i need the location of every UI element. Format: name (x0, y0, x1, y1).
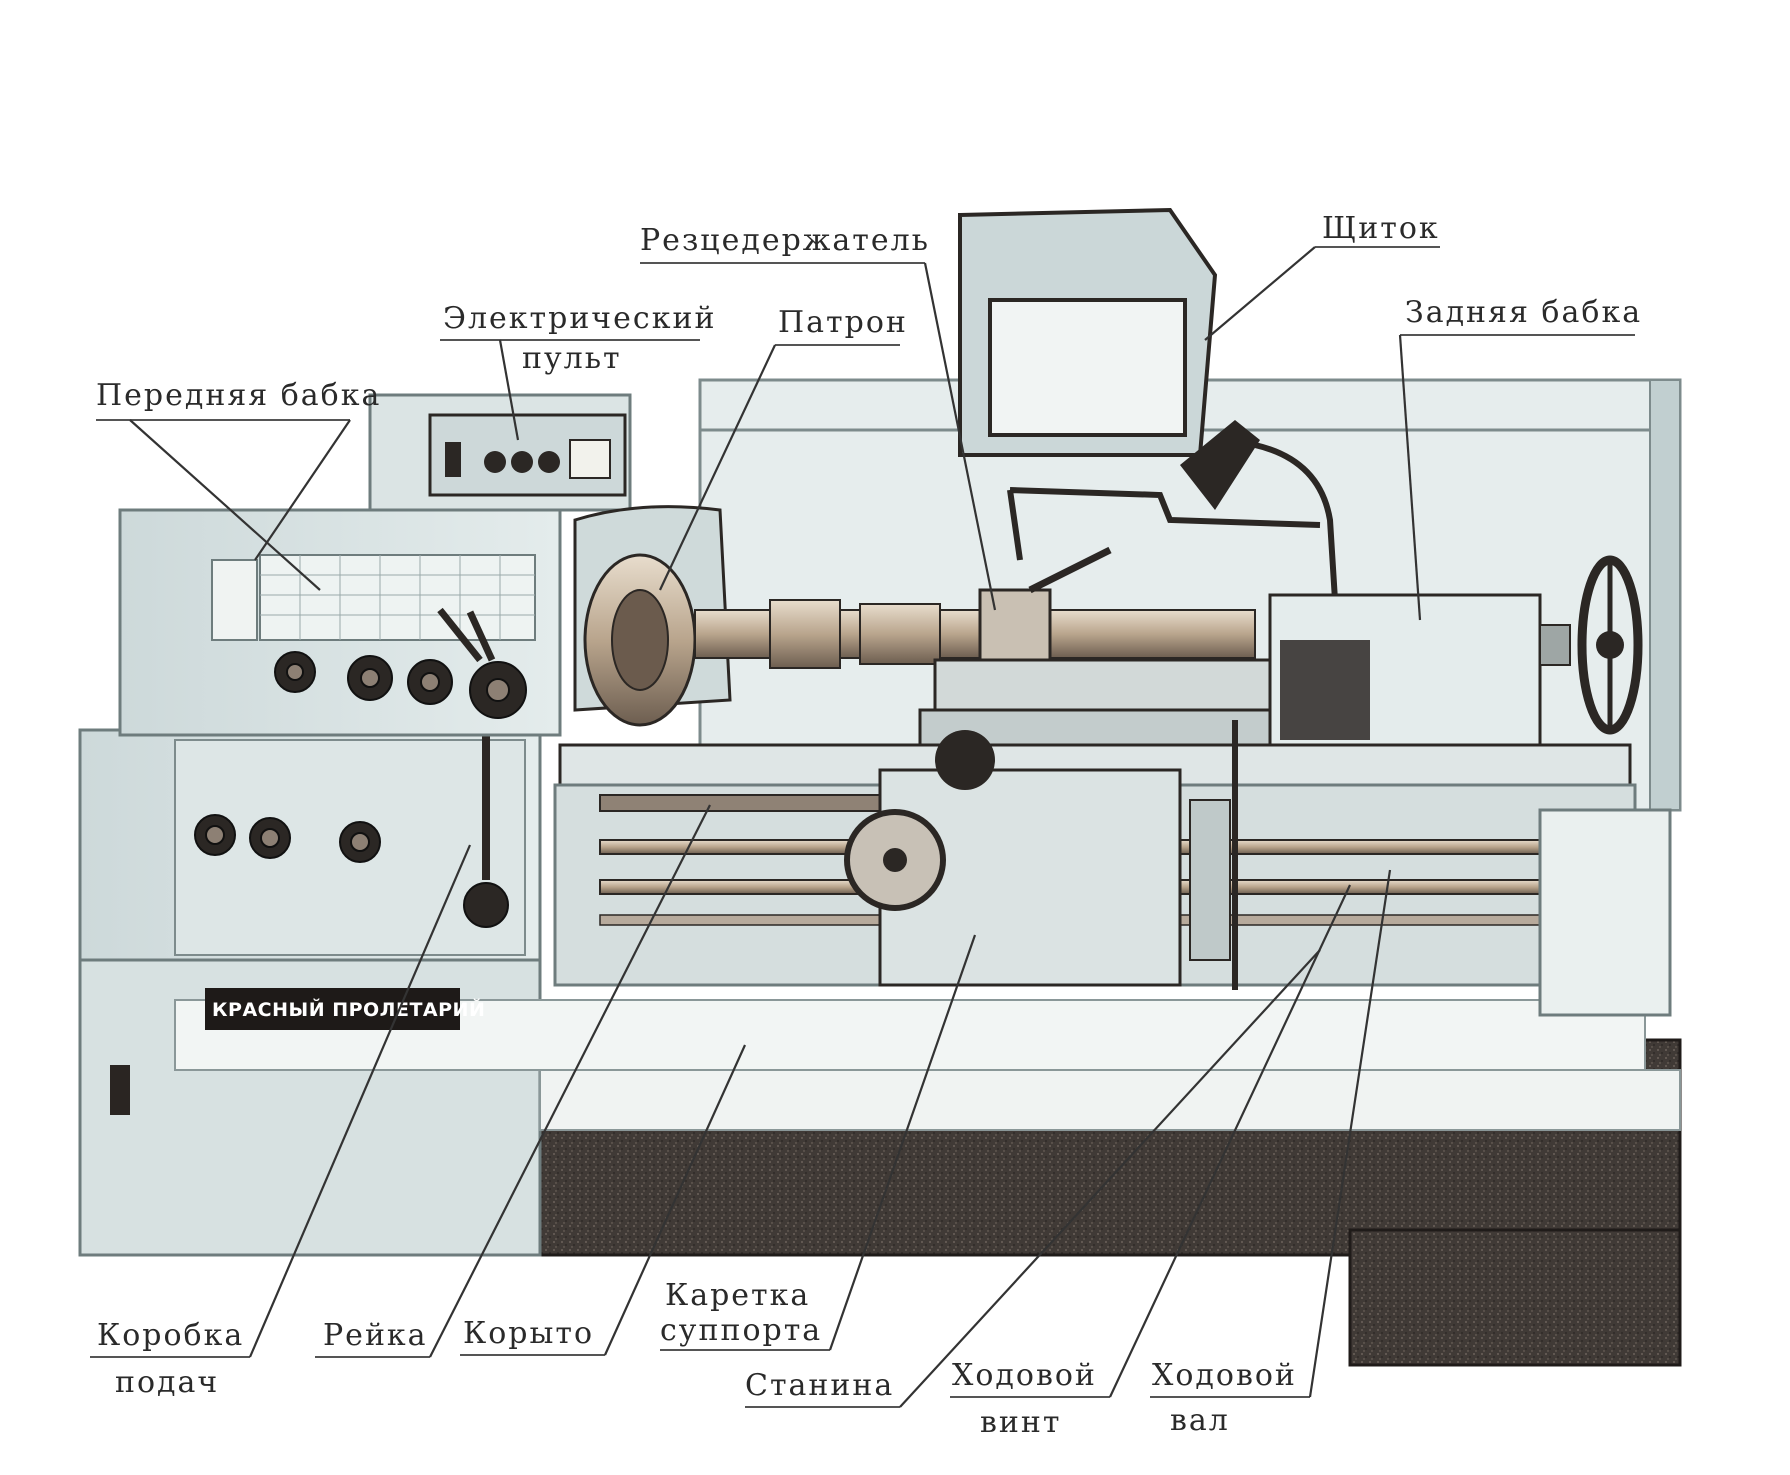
label-electric-panel-line1: Электрический (443, 301, 716, 336)
label-feed-box-line1: Коробка (97, 1318, 244, 1353)
label-carriage-line1: Каретка (665, 1278, 810, 1313)
lathe-illustration: КРАСНЫЙ ПРОЛЕТАРИЙ (78, 207, 1682, 1367)
label-tool-holder: Резцедержатель (640, 223, 930, 258)
work-lamp (1180, 420, 1260, 510)
tool-holder (978, 588, 1052, 662)
label-bed: Станина (745, 1368, 894, 1403)
gear-chart (259, 554, 536, 641)
label-lead-screw-line2: винт (980, 1405, 1061, 1440)
label-lead-screw-line1: Ходовой (952, 1358, 1097, 1393)
nameplate: КРАСНЫЙ ПРОЛЕТАРИЙ (212, 998, 485, 1021)
nameplate-plate (205, 988, 460, 1030)
label-electric-panel-line2: пульт (522, 341, 622, 376)
label-feed-box-line2: подач (115, 1365, 219, 1400)
label-shield: Щиток (1322, 211, 1440, 246)
label-headstock: Передняя бабка (96, 378, 381, 413)
label-rack: Рейка (323, 1318, 428, 1353)
rack (599, 794, 881, 812)
leader-lines (90, 246, 1635, 1408)
right-end-panel (1538, 808, 1672, 1017)
label-tailstock: Задняя бабка (1405, 295, 1642, 330)
label-chuck: Патрон (778, 305, 908, 340)
headstock-knobs (274, 651, 527, 719)
callout-labels: Передняя бабка Электрический пульт Патро… (96, 211, 1642, 1440)
label-carriage-line2: суппорта (660, 1313, 822, 1348)
feed-box-knobs (194, 814, 381, 863)
label-trough: Корыто (463, 1316, 594, 1351)
label-feed-shaft-line1: Ходовой (1152, 1358, 1297, 1393)
label-feed-shaft-line2: вал (1170, 1403, 1230, 1438)
